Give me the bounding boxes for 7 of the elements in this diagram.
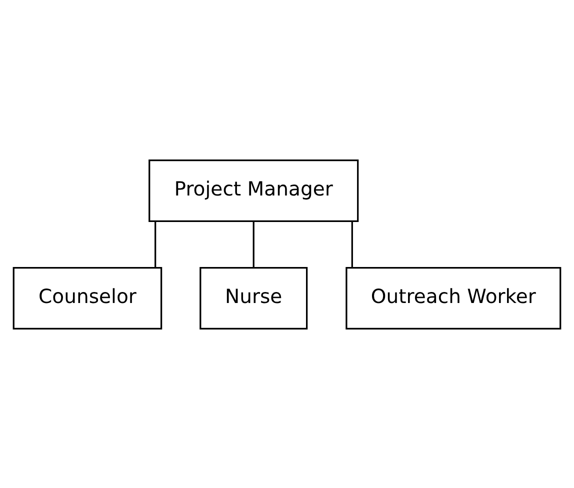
node-box: Counselor: [12, 266, 162, 329]
node-box: Project Manager: [148, 159, 359, 222]
node-box: Nurse: [200, 266, 308, 329]
connector: [154, 220, 156, 268]
connector: [252, 220, 254, 268]
node-box: Outreach Worker: [346, 266, 562, 329]
connector: [351, 220, 353, 268]
